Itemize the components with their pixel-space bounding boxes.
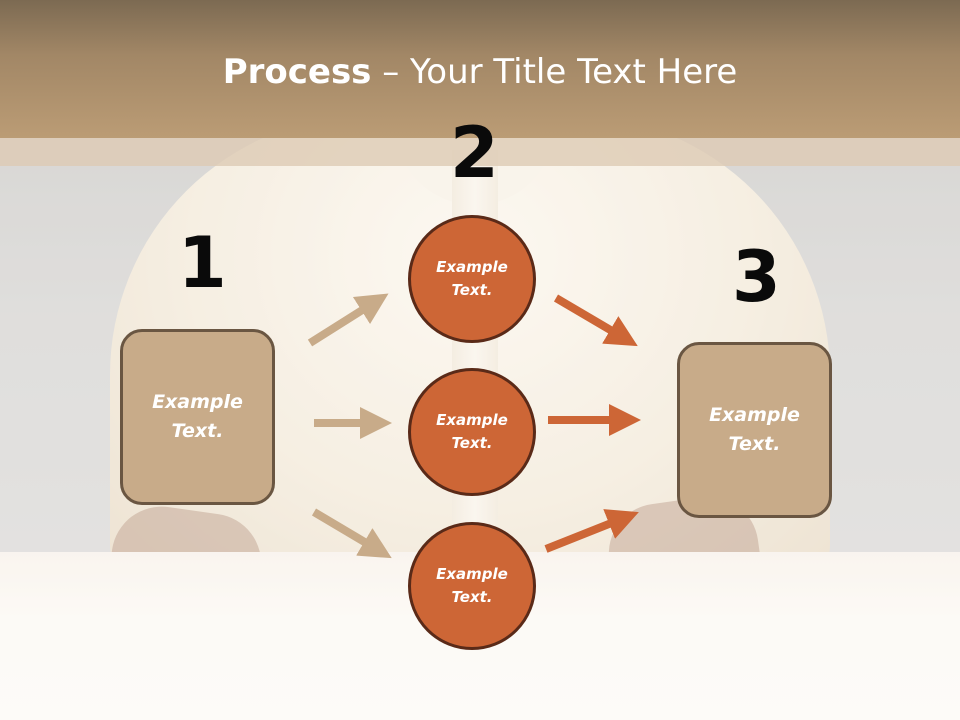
title-rest: – Your Title Text Here xyxy=(371,52,738,92)
circle-top-line1: Example xyxy=(436,258,508,276)
title-bold: Process xyxy=(222,52,372,92)
arrow-right-down xyxy=(544,509,639,553)
circle-middle-line1: Example xyxy=(436,411,508,429)
title-bar xyxy=(0,0,960,138)
circle-middle-line2: Text. xyxy=(451,434,493,452)
arrow-right-up xyxy=(553,294,638,347)
circle-bottom-line2: Text. xyxy=(451,588,493,606)
circle-bottom-line1: Example xyxy=(436,565,508,583)
step-number-3: 3 xyxy=(732,236,781,318)
step-number-1: 1 xyxy=(178,222,227,304)
circle-top-line2: Text. xyxy=(451,281,493,299)
left-box-line2: Text. xyxy=(171,420,224,442)
arrow-left-down xyxy=(311,508,392,559)
right-box-line1: Example xyxy=(709,404,800,426)
step-number-2: 2 xyxy=(450,112,499,194)
right-box-line2: Text. xyxy=(728,433,781,455)
left-box-line1: Example xyxy=(152,391,243,413)
slide-title[interactable]: Process – Your Title Text Here xyxy=(0,52,960,92)
arrow-left-up xyxy=(307,293,389,347)
title-strip xyxy=(0,138,960,166)
